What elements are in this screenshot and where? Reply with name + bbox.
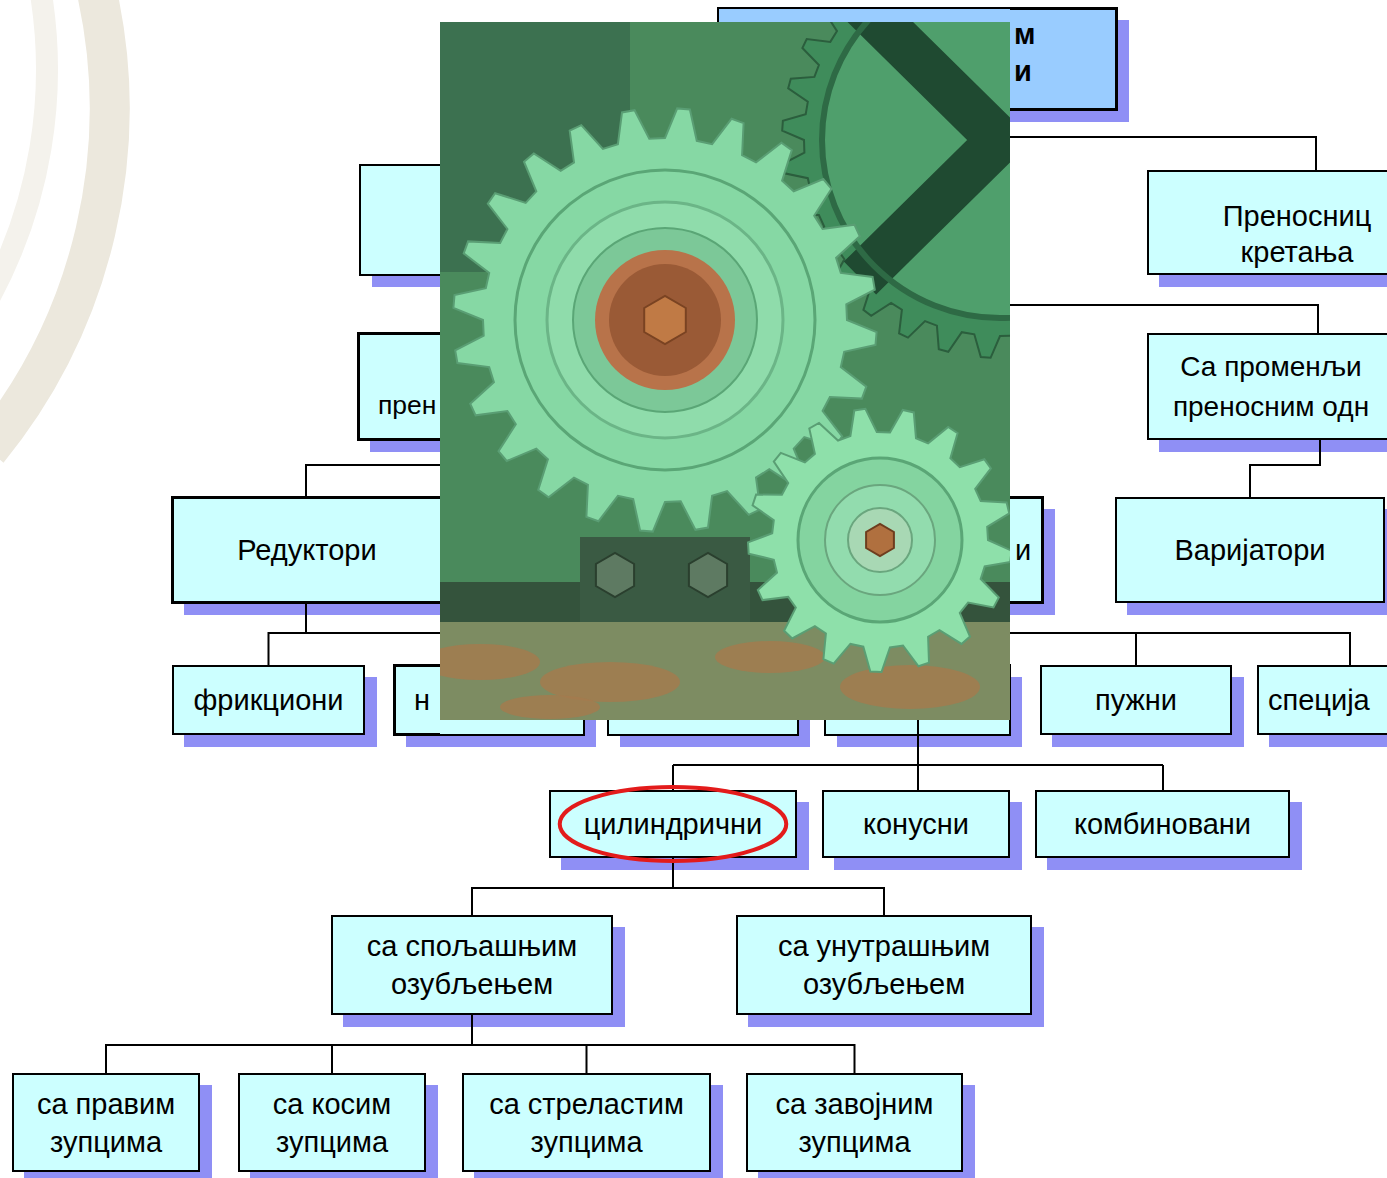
- nut: [644, 296, 686, 344]
- box-label: са завојним зупцима: [758, 1085, 951, 1161]
- gear-ring: [573, 228, 757, 412]
- tree-box: Са променљи преносним одн: [1147, 333, 1387, 440]
- tree-box: са унутрашњим озубљењем: [736, 915, 1032, 1015]
- tree-connector: [1000, 100, 1316, 170]
- tree-box: са стреластим зупцима: [462, 1073, 711, 1172]
- rust-patch: [440, 644, 540, 680]
- watermark: [0, 0, 110, 450]
- gear-ring: [515, 170, 815, 470]
- gear-ring: [825, 485, 935, 595]
- gear-hub: [848, 508, 912, 572]
- tree-box: Преносниц кретања: [1147, 170, 1387, 275]
- box-label: комбиновани: [1074, 807, 1251, 841]
- tree-box: н: [394, 665, 440, 735]
- box-label: са спољашњим озубљењем: [343, 927, 601, 1003]
- watermark-arc: [0, 0, 47, 300]
- tree-box: Варијатори: [1115, 497, 1385, 603]
- tree-connector: [332, 1015, 472, 1073]
- tree-box: прен: [358, 333, 440, 440]
- tree-box: комбиновани: [1035, 790, 1290, 858]
- tree-box: пужни: [1040, 665, 1232, 735]
- tree-box: са правим зупцима: [12, 1073, 200, 1172]
- tree-box: са спољашњим озубљењем: [331, 915, 613, 1015]
- tree-box: конусни: [822, 790, 1010, 858]
- box-shadows: [24, 20, 1387, 1178]
- rust-patch: [500, 695, 600, 719]
- nut: [596, 553, 634, 597]
- tree-connector: [106, 1015, 472, 1073]
- tree-connector: [472, 858, 673, 915]
- box-shadow: [1269, 677, 1387, 747]
- gear-photo: [440, 22, 1010, 720]
- highlight-ellipse: [560, 787, 787, 861]
- bolt-plate: [580, 537, 750, 622]
- box-label: са правим зупцима: [24, 1085, 188, 1161]
- box-label: са косим зупцима: [250, 1085, 414, 1161]
- box-label: специја: [1268, 681, 1370, 719]
- box-label: са унутрашњим озубљењем: [748, 927, 1020, 1003]
- box-label: м и: [1014, 16, 1043, 90]
- gear: [748, 409, 1010, 672]
- box-label: прен: [378, 386, 436, 424]
- gear-photo-content: [440, 22, 1010, 720]
- box-label: са стреластим зупцима: [474, 1085, 699, 1161]
- rust-patch: [840, 665, 980, 709]
- tree-box: са косим зупцима: [238, 1073, 426, 1172]
- box-label: Преносниц кретања: [1212, 198, 1382, 270]
- tree-box: м и: [1010, 8, 1117, 110]
- tree-box: Редуктори: [172, 497, 440, 603]
- tree-line: [1000, 305, 1318, 333]
- nut: [689, 553, 727, 597]
- tree-box: фрикциони: [172, 665, 365, 735]
- box-underlay: [172, 497, 472, 603]
- box-label: цилиндрични: [584, 807, 763, 841]
- box-label: конусни: [863, 807, 969, 841]
- box-label: Са променљи преносним одн: [1163, 347, 1379, 427]
- gear-hub: [609, 264, 721, 376]
- tree-box: цилиндрични: [549, 790, 797, 858]
- nut: [866, 524, 894, 556]
- tree-box: специја: [1257, 665, 1387, 735]
- gear-hub: [595, 250, 735, 390]
- gear-ring: [798, 458, 962, 622]
- watermark-arc: [0, 0, 110, 450]
- gear-ring: [547, 202, 783, 438]
- box-label: Редуктори: [237, 533, 376, 567]
- tree-connector: [472, 1015, 855, 1073]
- gear-spoke: [860, 22, 1000, 278]
- box-label: Варијатори: [1174, 533, 1325, 567]
- tree-connector: [673, 858, 884, 915]
- box-label: пужни: [1095, 683, 1177, 717]
- box-label: фрикциони: [193, 683, 343, 717]
- tree-connector: [1250, 440, 1320, 497]
- tree-box: са завојним зупцима: [746, 1073, 963, 1172]
- tree-box: и: [1010, 497, 1043, 603]
- tree-connector: [269, 603, 307, 665]
- box-label: н: [414, 681, 430, 719]
- rust-patch: [715, 641, 825, 673]
- box-label: и: [1015, 531, 1031, 569]
